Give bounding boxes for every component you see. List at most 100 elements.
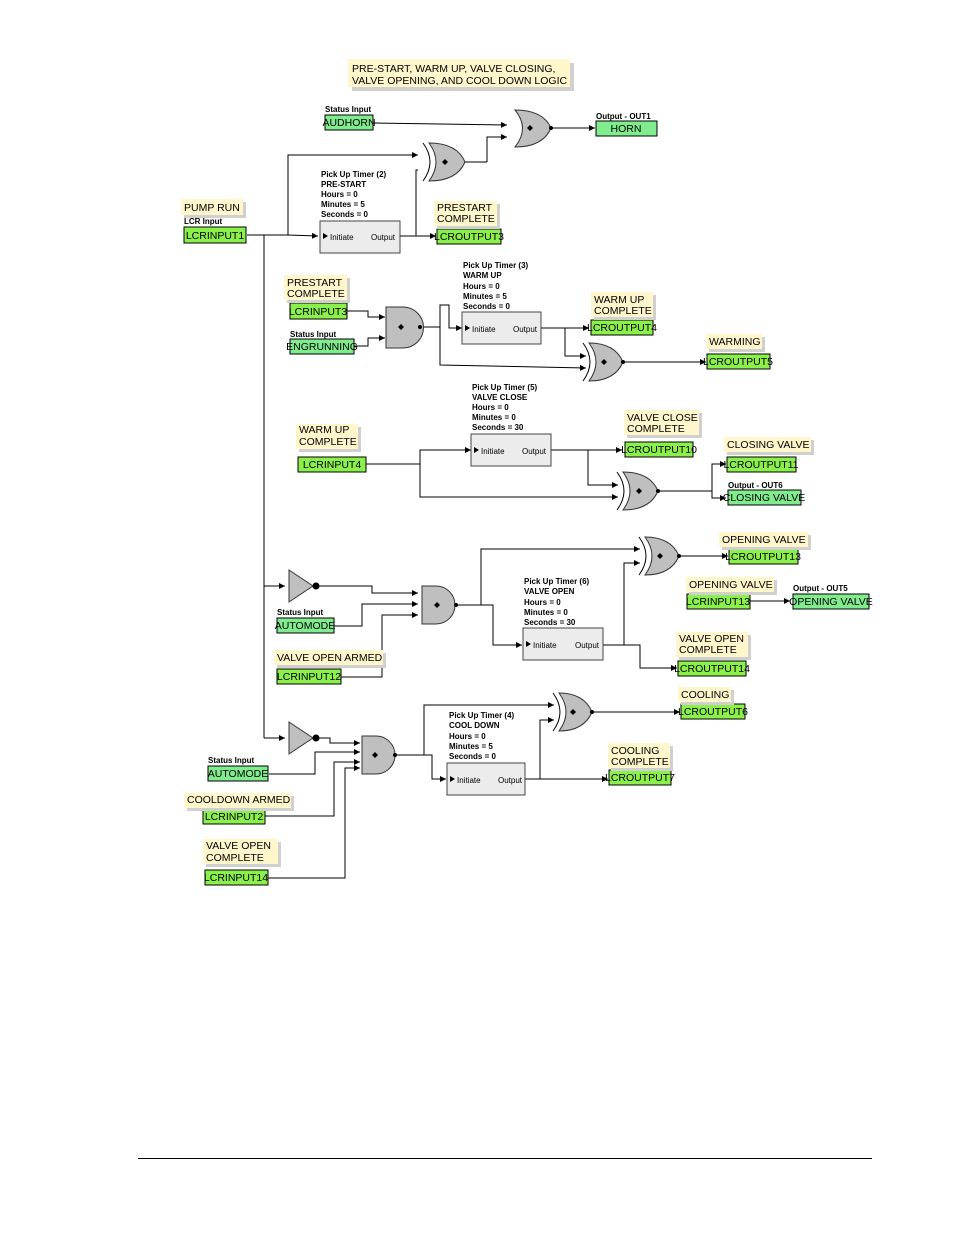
svg-text:COOLDOWN ARMED: COOLDOWN ARMED	[187, 794, 291, 806]
timer-title: Pick Up Timer (2)	[321, 170, 387, 179]
and-gate-warmup	[385, 306, 424, 349]
timer-output: Output	[513, 325, 538, 334]
timer-initiate: Initiate	[481, 447, 505, 456]
svg-text:LCRINPUT14: LCRINPUT14	[204, 872, 268, 884]
xor-gate-prestart	[422, 142, 487, 182]
svg-text:VALVE OPEN: VALVE OPEN	[206, 840, 271, 852]
lcr-input-3: LCRINPUT3	[289, 302, 348, 320]
timer-name: VALVE OPEN	[524, 587, 575, 596]
svg-text:AUTOMODE: AUTOMODE	[208, 768, 268, 780]
diagram-title: PRE-START, WARM UP, VALVE CLOSING, VALVE…	[348, 59, 574, 91]
svg-text:CLOSING VALVE: CLOSING VALVE	[727, 439, 809, 451]
wires	[247, 121, 790, 879]
timer-warm-up: Pick Up Timer (3) WARM UP Hours = 0 Minu…	[461, 261, 542, 345]
svg-text:COOLING: COOLING	[681, 689, 729, 701]
lcr-output-10: LCROUTPUT10	[621, 441, 697, 458]
svg-text:VALVE CLOSE: VALVE CLOSE	[627, 412, 698, 424]
timer-name: COOL DOWN	[449, 721, 500, 730]
svg-text:LCRINPUT4: LCRINPUT4	[303, 459, 362, 471]
note-opening-valve-out: OPENING VALVE	[719, 532, 811, 550]
note-opening-valve-in: OPENING VALVE	[686, 577, 777, 595]
svg-text:VALVE OPEN: VALVE OPEN	[679, 633, 744, 645]
svg-text:COMPLETE: COMPLETE	[594, 305, 652, 317]
svg-text:OPENING VALVE: OPENING VALVE	[689, 579, 773, 591]
not-gate-cooldown	[288, 721, 320, 755]
header-status-input: Status Input	[208, 756, 255, 765]
header-output-out5: Output - OUT5	[793, 584, 848, 593]
timer-seconds: Seconds = 0	[321, 210, 368, 219]
xor-gate-cooling	[552, 692, 594, 732]
timer-minutes: Minutes = 5	[321, 200, 365, 209]
timer-cool-down: Pick Up Timer (4) COOL DOWN Hours = 0 Mi…	[446, 711, 526, 796]
timer-minutes: Minutes = 0	[524, 608, 568, 617]
lcr-output-4: LCROUTPUT4	[587, 319, 657, 336]
header-output-out1: Output - OUT1	[596, 112, 651, 121]
lcr-output-14: LCROUTPUT14	[674, 660, 750, 677]
svg-text:COMPLETE: COMPLETE	[679, 644, 737, 656]
svg-text:OPENING VALVE: OPENING VALVE	[789, 596, 873, 608]
timer-seconds: Seconds = 30	[524, 618, 576, 627]
logic-gates	[288, 109, 681, 775]
timer-seconds: Seconds = 0	[463, 302, 510, 311]
svg-text:COMPLETE: COMPLETE	[206, 852, 264, 864]
timer-minutes: Minutes = 5	[449, 742, 493, 751]
svg-text:LCRINPUT2: LCRINPUT2	[205, 811, 264, 823]
svg-text:HORN: HORN	[611, 123, 642, 135]
xor-gate-closing-valve	[616, 471, 660, 511]
svg-text:WARMING: WARMING	[709, 336, 761, 348]
svg-text:PRESTART: PRESTART	[437, 202, 493, 214]
timer-output: Output	[522, 447, 547, 456]
svg-text:COMPLETE: COMPLETE	[299, 436, 357, 448]
note-valve-open-complete-out: VALVE OPEN COMPLETE	[676, 632, 751, 660]
status-input-engrunning: ENGRUNNING	[286, 338, 358, 355]
note-pump-run: PUMP RUN	[181, 199, 246, 218]
svg-text:LCRINPUT12: LCRINPUT12	[277, 671, 341, 683]
timer-title: Pick Up Timer (5)	[472, 383, 538, 392]
note-warm-up-complete-in: WARM UP COMPLETE	[296, 424, 361, 452]
header-status-input: Status Input	[277, 608, 324, 617]
timer-initiate: Initiate	[457, 776, 481, 785]
svg-text:LCROUTPUT3: LCROUTPUT3	[434, 231, 504, 243]
lcr-output-6: LCROUTPUT6	[678, 703, 748, 720]
lcr-input-2: LCRINPUT2	[202, 808, 266, 825]
and-gate-valve-open	[421, 585, 458, 625]
note-labels: PUMP RUN PRESTART COMPLETE PRESTART COMP…	[181, 199, 814, 867]
timer-initiate: Initiate	[330, 233, 354, 242]
timer-minutes: Minutes = 5	[463, 292, 507, 301]
lcr-input-14: LCRINPUT14	[204, 869, 269, 886]
output-opening-valve: OPENING VALVE	[789, 593, 873, 610]
timer-valve-open: Pick Up Timer (6) VALVE OPEN Hours = 0 M…	[522, 577, 604, 661]
note-warming: WARMING	[706, 334, 765, 352]
svg-text:LCROUTPUT4: LCROUTPUT4	[587, 322, 657, 334]
timer-seconds: Seconds = 30	[472, 423, 524, 432]
timer-title: Pick Up Timer (4)	[449, 711, 515, 720]
svg-text:LCROUTPUT6: LCROUTPUT6	[678, 706, 748, 718]
title-line-1: PRE-START, WARM UP, VALVE CLOSING,	[352, 63, 555, 75]
note-prestart-complete-out: PRESTART COMPLETE	[434, 201, 500, 229]
header-output-out6: Output - OUT6	[728, 481, 783, 490]
lcr-input-12: LCRINPUT12	[276, 668, 342, 685]
xor-gate-warming	[582, 342, 625, 382]
note-valve-open-complete-in: VALVE OPEN COMPLETE	[203, 839, 281, 867]
note-valve-open-armed: VALVE OPEN ARMED	[274, 650, 386, 668]
output-closing-valve: CLOSING VALVE	[723, 489, 805, 506]
timer-hours: Hours = 0	[524, 598, 561, 607]
svg-text:VALVE OPEN ARMED: VALVE OPEN ARMED	[277, 652, 383, 664]
svg-text:PRESTART: PRESTART	[287, 277, 343, 289]
timer-initiate: Initiate	[533, 641, 557, 650]
svg-text:LCRINPUT1: LCRINPUT1	[186, 230, 245, 242]
lcr-output-5: LCROUTPUT5	[703, 353, 773, 370]
svg-text:WARM UP: WARM UP	[594, 294, 644, 306]
io-headers: Status Input Output - OUT1 LCR Input Sta…	[184, 105, 848, 765]
xor-gate-opening-valve	[638, 536, 681, 576]
svg-text:COMPLETE: COMPLETE	[611, 756, 669, 768]
svg-text:COMPLETE: COMPLETE	[287, 288, 345, 300]
timer-output: Output	[371, 233, 396, 242]
svg-text:LCRINPUT3: LCRINPUT3	[289, 306, 348, 318]
lcr-output-11: LCROUTPUT11	[723, 456, 799, 473]
timer-initiate: Initiate	[472, 325, 496, 334]
svg-text:AUDHORN: AUDHORN	[322, 117, 375, 129]
svg-text:CLOSING VALVE: CLOSING VALVE	[723, 492, 805, 504]
timer-name: PRE-START	[321, 180, 366, 189]
status-input-automode-2: AUTOMODE	[207, 765, 269, 782]
